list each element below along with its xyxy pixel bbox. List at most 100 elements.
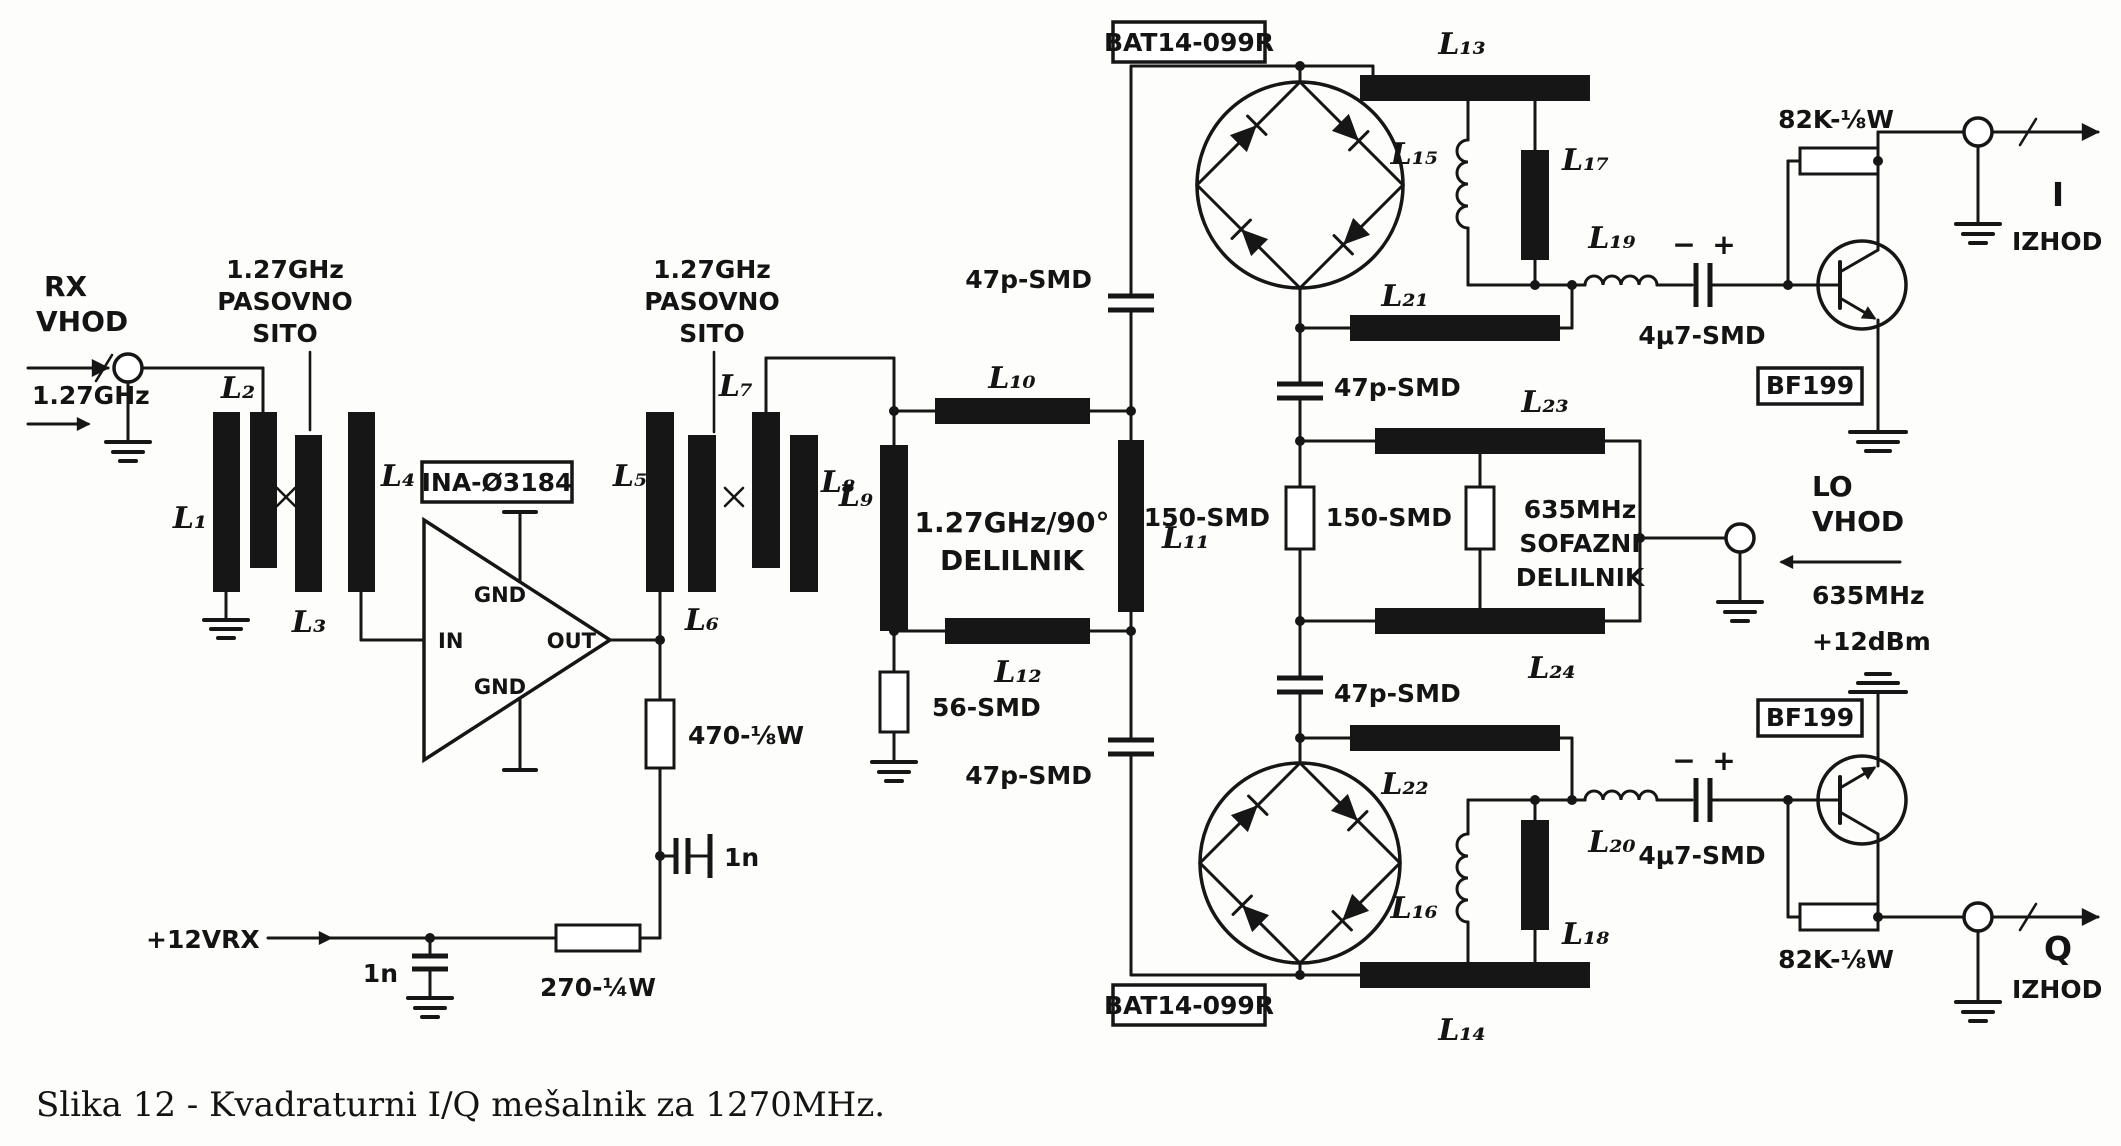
label-L18: L₁₈ xyxy=(1561,917,1609,952)
resistor-470 xyxy=(644,698,676,770)
resistor-150-left xyxy=(1284,485,1316,551)
resistor-82k-bottom xyxy=(1798,902,1880,932)
label-L3: L₃ xyxy=(291,605,326,640)
resistor-56 xyxy=(878,670,910,734)
label-L2: L₂ xyxy=(220,371,255,406)
resistor-150-right-label: 150-SMD xyxy=(1326,503,1452,532)
diode xyxy=(1230,794,1269,833)
transistor-bottom-part-label: BF199 xyxy=(1766,703,1854,732)
transistor-top xyxy=(1816,239,1908,331)
cap-47p-top-label: 47p-SMD xyxy=(965,265,1092,294)
filter1-label-freq: 1.27GHz xyxy=(226,255,344,284)
cap-47p-bottom-label: 47p-SMD xyxy=(965,761,1092,790)
microstrip-L17 xyxy=(1521,150,1549,260)
mixer-top-part-label: BAT14-099R xyxy=(1104,28,1274,57)
polarity-plus: + xyxy=(1712,228,1735,261)
label-L7: L₇ xyxy=(718,369,753,404)
lo-distribution: 47p-SMD 150-SMD 47p-SMD L₂₃ L₂₄ 150-SMD … xyxy=(1144,286,1931,765)
cap-4u7-bottom: − + 4μ7-SMD xyxy=(1638,744,1765,870)
label-L12: L₁₂ xyxy=(993,655,1041,690)
transistor-bottom xyxy=(1816,754,1908,846)
polarity-minus: − xyxy=(1672,744,1695,777)
polarity-plus: + xyxy=(1712,744,1735,777)
label-L1: L₁ xyxy=(172,501,207,536)
filter1-label-line3: SITO xyxy=(252,319,318,348)
label-L17: L₁₇ xyxy=(1561,143,1609,178)
microstrip-L18 xyxy=(1521,820,1549,930)
inductor-L16 xyxy=(1455,832,1470,924)
amp-pin-out: OUT xyxy=(547,629,597,653)
microstrip-L13 xyxy=(1360,75,1590,101)
lo-divider-label-line3: DELILNIK xyxy=(1516,563,1646,592)
bias-network: 470-⅛W 1n +12VRX 1n 270-¼W xyxy=(146,638,804,1019)
cap-47p-mid-top-label: 47p-SMD xyxy=(1334,373,1461,402)
lo-divider-label-line1: 635MHz xyxy=(1524,495,1637,524)
i-output-label: I xyxy=(2052,175,2064,214)
label-L14: L₁₄ xyxy=(1437,1013,1485,1048)
microstrip-L21 xyxy=(1350,315,1560,341)
resistor-270-label: 270-¼W xyxy=(540,973,656,1002)
microstrip-L9 xyxy=(880,445,908,631)
microstrip-L10 xyxy=(935,398,1090,424)
ground-symbol xyxy=(1954,144,2002,245)
resistor-150-right xyxy=(1464,485,1496,551)
rx-label-line1: RX xyxy=(44,270,88,303)
label-L13: L₁₃ xyxy=(1437,27,1485,62)
cap-4u7-bottom-label: 4μ7-SMD xyxy=(1638,841,1765,870)
mixer-bottom-part-box xyxy=(1111,983,1267,1027)
rx-input-port: RX VHOD 1.27GHz xyxy=(26,270,265,463)
resistor-82k-bottom-label: 82K-⅛W xyxy=(1778,945,1894,974)
transistor-top-part-label: BF199 xyxy=(1766,371,1854,400)
ground-symbol xyxy=(1716,550,1764,623)
output-q: BF199 82K-⅛W Q IZHOD xyxy=(1756,672,2102,1023)
cap-47p-mid-bottom-label: 47p-SMD xyxy=(1334,679,1461,708)
rx-label-line2: VHOD xyxy=(36,305,128,338)
i-output-sublabel: IZHOD xyxy=(2012,227,2102,256)
q-output-sublabel: IZHOD xyxy=(2012,975,2102,1004)
lo-connector xyxy=(1724,522,1756,554)
microstrip-L6 xyxy=(688,435,716,592)
microstrip-L7 xyxy=(752,412,780,568)
rx-freq-label: 1.27GHz xyxy=(32,381,150,410)
bandpass-filter-1: 1.27GHz PASOVNO SITO L₁ L₂ L₃ L₄ xyxy=(172,255,426,642)
ground-symbol xyxy=(1848,672,1908,694)
filter1-label-line2: PASOVNO xyxy=(217,287,353,316)
bandpass-filter-2: 1.27GHz PASOVNO SITO L₅ L₆ L₇ L₈ xyxy=(612,255,896,642)
amp-part-label: INA-Ø3184 xyxy=(422,468,573,497)
lo-divider-label-line2: SOFAZNI xyxy=(1519,529,1640,558)
cap-1n-right: 1n xyxy=(658,834,759,878)
divider90-label-line2: DELILNIK xyxy=(940,544,1085,577)
label-L6: L₆ xyxy=(684,603,719,638)
mixer-ring xyxy=(1195,80,1405,290)
diode xyxy=(1230,218,1269,257)
lo-label-line1: LO xyxy=(1812,470,1853,503)
diode xyxy=(1231,894,1270,933)
quadrature-divider: 56-SMD 1.27GHz/90° DELILNIK L₉ L₁₀ L₁₁ L… xyxy=(838,361,1209,783)
resistor-82k-top xyxy=(1798,146,1880,176)
ground-symbol xyxy=(104,380,152,463)
cap-1n-right-label: 1n xyxy=(724,843,759,872)
inductor-L15 xyxy=(1455,138,1470,230)
microstrip-L2 xyxy=(250,412,277,568)
mixer-ring xyxy=(1198,761,1402,965)
filter2-label-line3: SITO xyxy=(679,319,745,348)
resistor-270 xyxy=(554,923,642,953)
filter2-label-line2: PASOVNO xyxy=(644,287,780,316)
i-connector xyxy=(1962,116,1994,148)
if-section-top: L₁₃ L₁₅ L₁₇ L₁₉ L₂₁ − + 4μ7-SMD xyxy=(1298,27,1842,350)
microstrip-L23 xyxy=(1375,428,1605,454)
diode xyxy=(1330,793,1369,832)
label-L5: L₅ xyxy=(612,459,647,494)
label-L11: L₁₁ xyxy=(1161,521,1209,556)
microstrip-L22 xyxy=(1350,725,1560,751)
if-section-bottom: L₁₄ L₁₆ L₁₈ L₂₀ L₂₂ − + 4μ7-SMD xyxy=(1298,725,1842,1048)
microstrip-L4 xyxy=(348,412,375,592)
amp-pin-gnd-bottom: GND xyxy=(474,675,526,699)
cap-4u7-top-label: 4μ7-SMD xyxy=(1638,321,1765,350)
cap-1n-left: 1n xyxy=(363,936,454,1019)
lo-level-label: +12dBm xyxy=(1812,627,1931,656)
microstrip-L5 xyxy=(646,412,674,592)
microstrip-L12 xyxy=(945,618,1090,644)
label-L8: L₈ xyxy=(820,465,855,500)
